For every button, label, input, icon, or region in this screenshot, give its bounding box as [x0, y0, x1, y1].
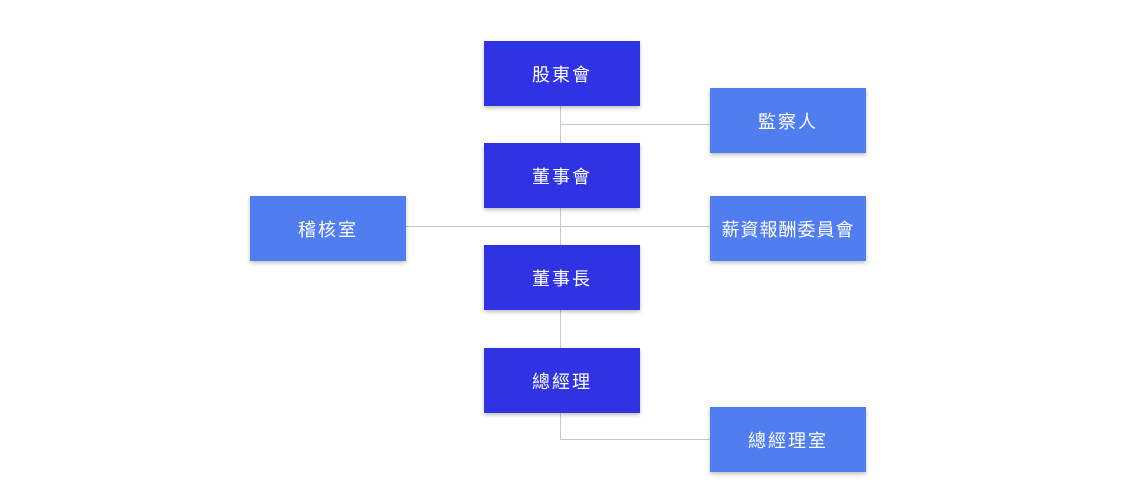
node-general-manager-office: 總經理室 [710, 407, 866, 472]
node-label: 董事會 [532, 166, 592, 188]
node-label: 董事長 [532, 268, 592, 290]
node-chairman: 董事長 [484, 245, 640, 310]
node-label: 總經理 [532, 371, 592, 393]
node-audit-office: 稽核室 [250, 196, 406, 261]
supervisor-connector [560, 124, 711, 125]
node-label: 監察人 [758, 111, 818, 133]
node-label: 股東會 [532, 64, 592, 86]
node-compensation-committee: 薪資報酬委員會 [710, 196, 866, 261]
node-label: 稽核室 [298, 219, 358, 241]
node-shareholders-meeting: 股東會 [484, 41, 640, 106]
audit-compensation-connector [405, 226, 711, 227]
gm-office-connector [560, 439, 711, 440]
node-label: 薪資報酬委員會 [721, 219, 855, 241]
node-board-of-directors: 董事會 [484, 143, 640, 208]
node-general-manager: 總經理 [484, 348, 640, 413]
node-supervisor: 監察人 [710, 88, 866, 153]
node-label: 總經理室 [748, 430, 828, 452]
